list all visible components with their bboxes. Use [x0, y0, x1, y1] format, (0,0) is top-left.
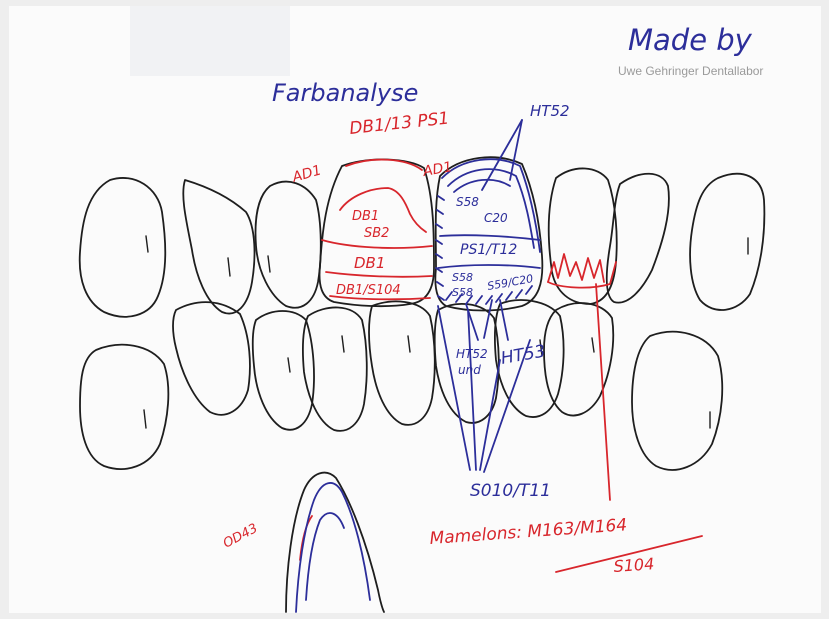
- label-s58-b: S58: [452, 286, 473, 299]
- made-by-text: Made by: [628, 23, 753, 57]
- label-s010-t11: S010/T11: [470, 481, 551, 501]
- label-db1-s104: DB1/S104: [336, 283, 401, 298]
- label-db1-mid: DB1: [354, 254, 385, 272]
- label-ps1-t12: PS1/T12: [460, 242, 517, 258]
- company-name: Uwe Gehringer Dentallabor: [618, 64, 763, 78]
- label-s58-c20-top: S58: [456, 195, 479, 209]
- label-ht52-und-1: HT52: [456, 347, 488, 361]
- label-ht52-top: HT52: [530, 102, 570, 120]
- label-ht52-und-2: und: [458, 363, 481, 377]
- label-s58-a: S58: [452, 271, 473, 284]
- diagram-title: Farbanalyse: [272, 79, 418, 107]
- label-s58-c20-bottom: C20: [484, 211, 508, 225]
- label-s104-bottom: S104: [613, 554, 655, 576]
- label-db1-sb2-top: DB1: [352, 209, 379, 224]
- paper-fold-shadow: [130, 6, 290, 76]
- label-db1-sb2-bottom: SB2: [364, 226, 389, 241]
